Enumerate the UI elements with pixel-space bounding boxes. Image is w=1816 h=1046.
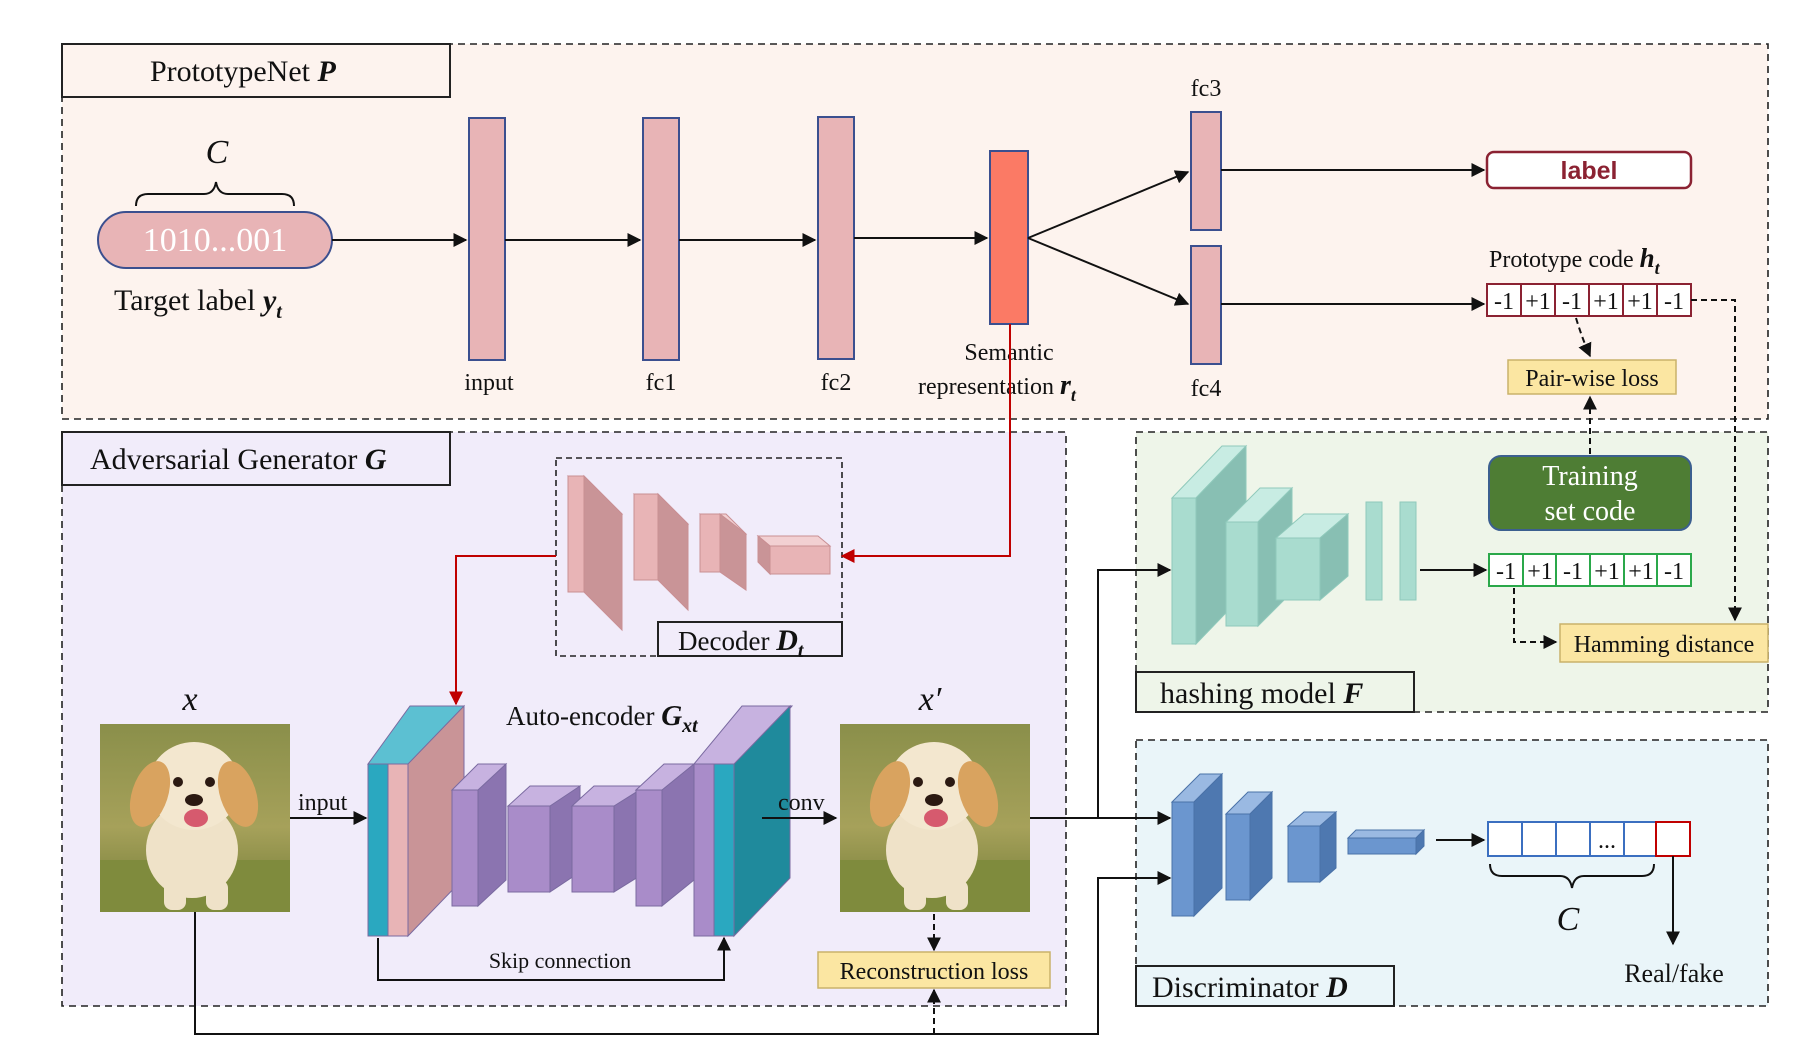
- autoencoder-label: Auto-encoder Gxt: [506, 700, 699, 737]
- training-code-line2: set code: [1545, 496, 1636, 527]
- training-code-line1: Training: [1542, 461, 1637, 492]
- prototype-code-label: Prototype code ht: [1489, 243, 1661, 278]
- discriminator-network: [1170, 772, 1426, 918]
- hash-bit: +1: [1527, 559, 1553, 585]
- prototype-net-panel: [61, 43, 1769, 420]
- input-arrow-label: input: [298, 790, 348, 816]
- conv-label: conv: [778, 790, 825, 816]
- arrow-decoder-to-autoencoder: [449, 555, 556, 706]
- x-label: x: [181, 681, 197, 718]
- hamming-distance-box: [1559, 623, 1769, 663]
- prototype-net-title: PrototypeNet P: [150, 55, 336, 88]
- hash-bit: -1: [1563, 559, 1583, 585]
- input-layer-label: input: [464, 370, 514, 396]
- reconstruction-loss-label: Reconstruction loss: [840, 959, 1029, 985]
- semantic-label-line2: representation rt: [918, 370, 1077, 405]
- fc2-layer: [817, 116, 855, 360]
- prototype-bit: -1: [1664, 289, 1684, 315]
- skip-connection-arrow: [377, 936, 731, 981]
- x-prime-label: x′: [918, 681, 942, 718]
- fc2-layer-label: fc2: [821, 370, 852, 396]
- training-code-box: [1488, 455, 1692, 531]
- target-label: Target label yt: [114, 284, 283, 323]
- prototype-bit: +1: [1525, 289, 1551, 315]
- prototype-bit: -1: [1562, 289, 1582, 315]
- arrow-x-bottom-route: [194, 871, 1172, 1035]
- fc3-layer: [1190, 111, 1222, 231]
- arrow-semantic-to-decoder: [840, 324, 1011, 563]
- arrow-prototype-to-pairwise: [1575, 317, 1592, 358]
- arrow-hashcode-to-hamming: [1513, 588, 1558, 649]
- reconstruction-loss-box: [817, 951, 1051, 989]
- hash-code-cells: [1522, 554, 1658, 586]
- generated-dog-image: [840, 724, 1030, 912]
- prototype-bit: +1: [1593, 289, 1619, 315]
- hash-bit: +1: [1628, 559, 1654, 585]
- discriminator-class-count: C: [1557, 901, 1580, 938]
- semantic-layer: [989, 150, 1029, 325]
- autoencoder-network: [367, 704, 794, 938]
- prototype-bit: +1: [1627, 289, 1653, 315]
- real-fake-cell: [1655, 821, 1691, 857]
- class-count-label: C: [206, 134, 229, 171]
- generator-title: Adversarial Generator G: [90, 443, 387, 476]
- prototype-code-cells: [1520, 284, 1658, 316]
- discriminator-class-brace: [1489, 863, 1655, 889]
- discriminator-output-strip: [1487, 821, 1657, 857]
- fc4-layer-label: fc4: [1191, 376, 1222, 402]
- hash-bit: -1: [1664, 559, 1684, 585]
- pairwise-loss-box: [1507, 359, 1677, 395]
- arrow-prototype-to-hamming: [1691, 299, 1742, 622]
- class-count-brace: [135, 181, 295, 207]
- skip-connection-label: Skip connection: [489, 948, 631, 973]
- discriminator-output-dots: ...: [1598, 828, 1616, 854]
- target-code: 1010...001: [143, 222, 288, 259]
- discriminator-output-cells: [1521, 822, 1625, 856]
- discriminator-title: Discriminator D: [1152, 971, 1348, 1004]
- input-dog-image: [100, 724, 290, 912]
- fc3-layer-label: fc3: [1191, 76, 1222, 102]
- pairwise-loss-label: Pair-wise loss: [1525, 366, 1659, 392]
- decoder-network: [566, 474, 832, 632]
- hashing-network: [1170, 444, 1417, 646]
- fc1-layer: [642, 117, 680, 361]
- prototype-bit: -1: [1494, 289, 1514, 315]
- arrow-xprime-to-hashing: [1030, 563, 1172, 819]
- hashing-title: hashing model F: [1160, 677, 1363, 710]
- hamming-distance-label: Hamming distance: [1574, 632, 1755, 658]
- arrow-semantic-to-fc4: [1027, 237, 1190, 306]
- input-layer: [468, 117, 506, 361]
- fc1-layer-label: fc1: [646, 370, 677, 396]
- hash-bit: -1: [1496, 559, 1516, 585]
- real-fake-label: Real/fake: [1624, 959, 1724, 988]
- label-output-box: [1485, 150, 1693, 190]
- fc4-layer: [1190, 245, 1222, 365]
- arrow-semantic-to-fc3: [1027, 170, 1190, 239]
- hash-bit: +1: [1594, 559, 1620, 585]
- decoder-label: Decoder Dt: [678, 624, 805, 662]
- label-output-text: label: [1561, 157, 1618, 185]
